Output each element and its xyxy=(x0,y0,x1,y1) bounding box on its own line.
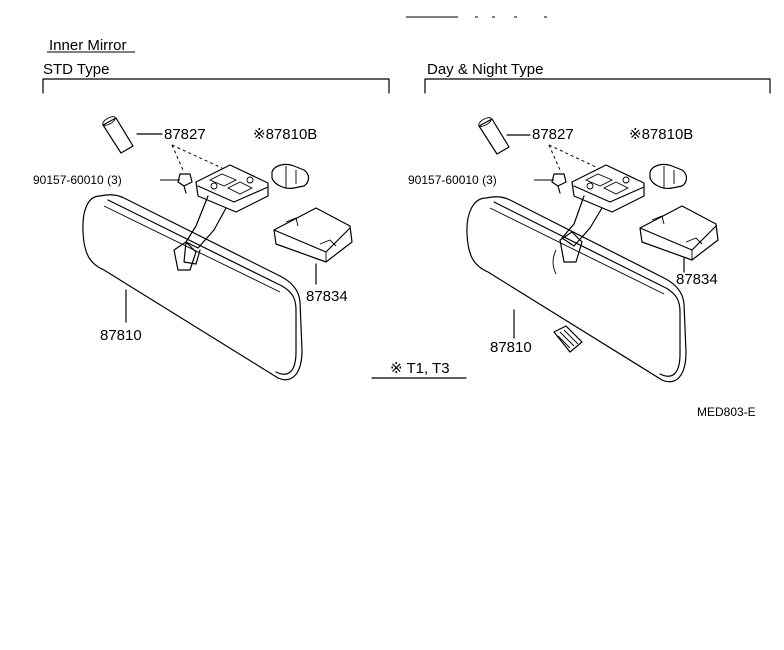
dn-lever xyxy=(553,325,583,353)
std-lamp-cover-87827 xyxy=(102,116,163,154)
std-type-bracket xyxy=(42,78,390,94)
std-bulb-87810B xyxy=(271,163,310,189)
std-label-87810: 87810 xyxy=(100,327,142,344)
note-applicability: ※ T1, T3 xyxy=(390,360,450,377)
drawing-code: MED803-E xyxy=(697,405,756,419)
dn-mirror-87810 xyxy=(466,196,687,383)
std-label-87834: 87834 xyxy=(306,288,348,305)
std-label-87827: 87827 xyxy=(164,126,206,143)
dn-screw-90157 xyxy=(534,173,567,194)
std-type-label: STD Type xyxy=(43,61,110,78)
dn-label-87827: 87827 xyxy=(532,126,574,143)
section-title: Inner Mirror xyxy=(49,37,127,54)
std-label-87810b: ※87810B xyxy=(253,126,318,143)
day-night-bracket xyxy=(424,78,771,94)
dn-lamp-cover-87827 xyxy=(478,117,531,155)
std-screw-90157 xyxy=(160,173,193,194)
std-mount-bracket xyxy=(183,164,269,265)
std-lens-87834 xyxy=(273,207,353,285)
dn-label-90157: 90157-60010 (3) xyxy=(408,173,497,187)
std-mirror-87810 xyxy=(82,194,303,381)
dn-label-87810: 87810 xyxy=(490,339,532,356)
dn-label-87834: 87834 xyxy=(676,271,718,288)
dn-bulb-87810B xyxy=(649,163,688,189)
dn-lens-87834 xyxy=(639,205,719,273)
dn-leader-87827 xyxy=(548,144,599,171)
day-night-type-label: Day & Night Type xyxy=(427,61,544,78)
dn-label-87810b: ※87810B xyxy=(629,126,694,143)
std-label-90157: 90157-60010 (3) xyxy=(33,173,122,187)
std-leader-87827 xyxy=(171,144,223,171)
dn-mount-bracket xyxy=(561,164,645,247)
